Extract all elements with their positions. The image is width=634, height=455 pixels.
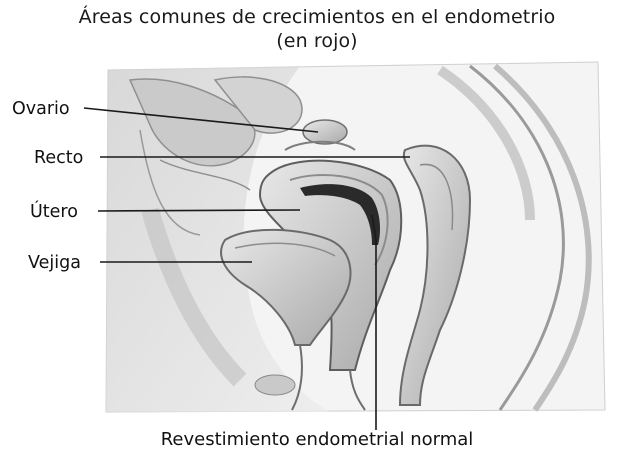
label-ovario: Ovario — [12, 99, 70, 119]
label-vejiga: Vejiga — [28, 253, 81, 273]
label-recto: Recto — [34, 148, 83, 168]
leader-utero — [98, 210, 300, 211]
label-utero: Útero — [30, 202, 78, 222]
label-revestimiento: Revestimiento endometrial normal — [0, 430, 634, 450]
